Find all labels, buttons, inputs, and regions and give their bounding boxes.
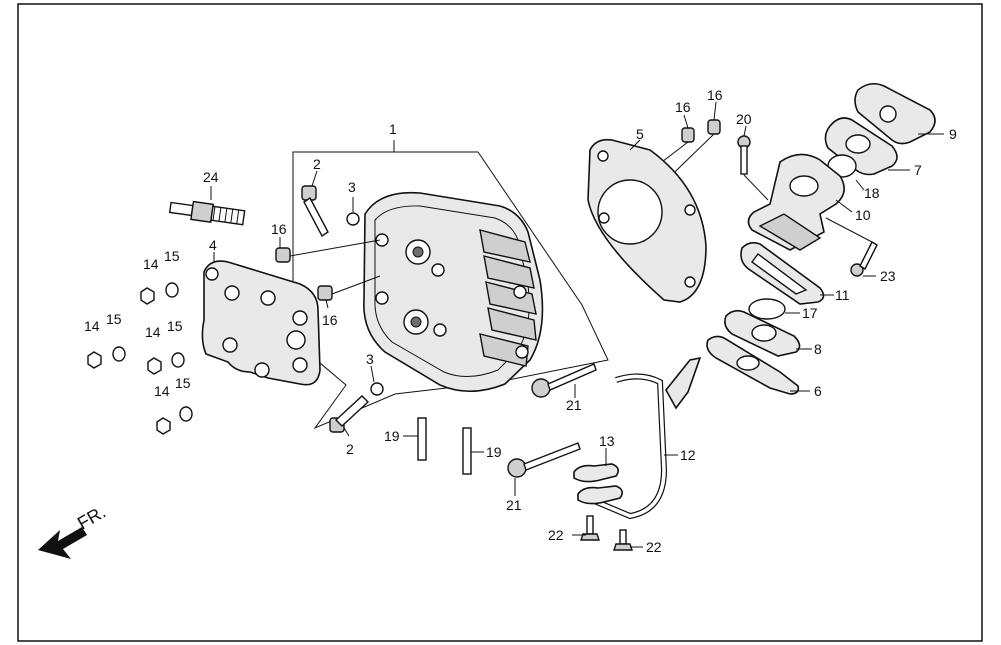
insulator-gasket	[724, 309, 801, 357]
label-11: 11	[835, 287, 850, 303]
label-10: 10	[855, 207, 871, 223]
label-22a: 22	[548, 527, 564, 543]
cylinder-gasket	[587, 138, 707, 303]
label-2a: 2	[313, 156, 321, 172]
pipe-gasket	[706, 335, 800, 395]
label-14a: 14	[143, 256, 159, 272]
label-13: 13	[599, 433, 615, 449]
washer-b	[112, 346, 126, 362]
bolt-22-a	[580, 515, 600, 541]
label-14b: 14	[84, 318, 100, 334]
nut-b	[87, 351, 102, 369]
label-1: 1	[389, 121, 397, 137]
stud-bolt-b	[462, 427, 472, 475]
bolt-23	[850, 241, 878, 277]
label-14c: 14	[145, 324, 161, 340]
label-8: 8	[814, 341, 822, 357]
label-18: 18	[864, 185, 880, 201]
spacer-gasket	[824, 117, 898, 176]
label-16c: 16	[675, 99, 691, 115]
label-17: 17	[802, 305, 818, 321]
valve-lower	[329, 395, 370, 433]
manifold-gasket	[740, 241, 825, 305]
label-19b: 19	[486, 444, 502, 460]
gasket-13-upper	[573, 463, 620, 483]
label-3b: 3	[366, 351, 374, 367]
label-15d: 15	[175, 375, 191, 391]
bolt-lower	[507, 442, 581, 478]
label-15b: 15	[106, 311, 122, 327]
label-15a: 15	[164, 248, 180, 264]
dowel-pin-a	[275, 247, 291, 263]
valve-clip-upper	[346, 212, 360, 226]
label-21b: 21	[506, 497, 522, 513]
nut-c	[147, 357, 162, 375]
head-cover-plate	[201, 260, 321, 386]
label-20: 20	[736, 111, 752, 127]
leader-lines	[210, 101, 944, 548]
label-16d: 16	[707, 87, 723, 103]
label-3a: 3	[348, 179, 356, 195]
diagram-frame	[17, 3, 983, 642]
label-15c: 15	[167, 318, 183, 334]
label-12: 12	[680, 447, 696, 463]
label-14d: 14	[154, 383, 170, 399]
part-labels: 1 2 2 3 3 4 5 6 7 8 9 10 11 12 13 14 14 …	[84, 87, 957, 555]
front-direction-arrow: FR.	[38, 502, 109, 559]
bolt-upper	[531, 363, 597, 398]
label-6: 6	[814, 383, 822, 399]
washer-d	[179, 406, 193, 422]
spark-plug	[168, 200, 246, 226]
valve-upper	[301, 185, 329, 238]
valve-clip-lower	[370, 382, 384, 396]
label-16a: 16	[271, 221, 287, 237]
insulator-plate	[854, 82, 936, 145]
intake-manifold	[747, 153, 845, 251]
label-2b: 2	[346, 441, 354, 457]
label-16b: 16	[322, 312, 338, 328]
o-ring-17	[748, 298, 786, 320]
label-22b: 22	[646, 539, 662, 555]
label-19a: 19	[384, 428, 400, 444]
label-24: 24	[203, 169, 219, 185]
bolt-20	[737, 135, 751, 175]
washer-a	[165, 282, 179, 298]
label-21a: 21	[566, 397, 582, 413]
cylinder-head	[363, 191, 544, 393]
dowel-pin-c	[681, 127, 695, 143]
nut-a	[140, 287, 155, 305]
dowel-pin-b	[317, 285, 333, 301]
bolt-22-b	[613, 529, 633, 551]
label-23: 23	[880, 268, 896, 284]
stud-bolt-a	[417, 417, 427, 461]
label-5: 5	[636, 126, 644, 142]
air-injection-pipe	[590, 356, 702, 520]
label-7: 7	[914, 162, 922, 178]
label-9: 9	[949, 126, 957, 142]
washer-c	[171, 352, 185, 368]
label-4: 4	[209, 237, 217, 253]
gasket-13-lower	[577, 485, 624, 505]
dowel-pin-d	[707, 119, 721, 135]
nut-d	[156, 417, 171, 435]
